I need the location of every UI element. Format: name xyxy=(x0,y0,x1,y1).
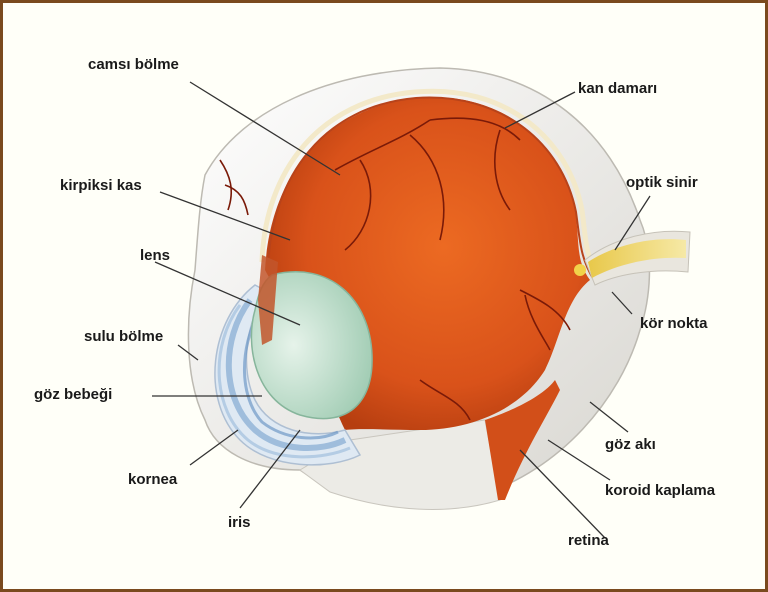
label-lens: lens xyxy=(140,247,170,265)
label-ciliary-muscle: kirpiksi kas xyxy=(60,177,142,195)
label-vitreous: camsı bölme xyxy=(88,56,179,74)
blind-spot xyxy=(574,264,586,276)
label-retina: retina xyxy=(568,532,609,550)
label-aqueous: sulu bölme xyxy=(84,328,163,346)
label-sclera: göz akı xyxy=(605,436,656,454)
label-iris: iris xyxy=(228,514,251,532)
label-cornea: kornea xyxy=(128,471,177,489)
label-choroid: koroid kaplama xyxy=(605,482,715,500)
label-blood-vessel: kan damarı xyxy=(578,80,657,98)
label-blind-spot: kör nokta xyxy=(640,315,708,333)
label-optic-nerve: optik sinir xyxy=(626,174,698,192)
label-pupil: göz bebeği xyxy=(34,386,112,404)
